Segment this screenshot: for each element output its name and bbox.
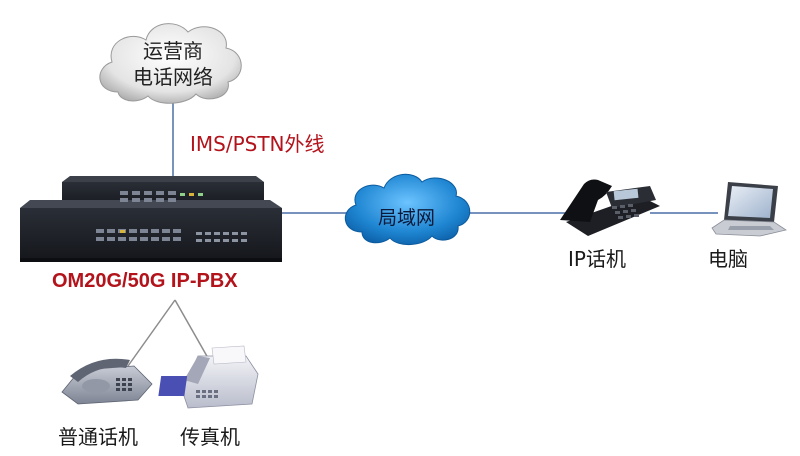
pbx-port xyxy=(232,232,238,235)
carrier-cloud-line2: 电话网络 xyxy=(133,65,213,89)
fax-key xyxy=(196,390,200,393)
pbx-device xyxy=(20,176,282,262)
pbx-led xyxy=(189,193,194,196)
pbx-port xyxy=(132,198,140,202)
analog-phone-key xyxy=(116,383,120,386)
ip-phone-key xyxy=(634,214,639,217)
lan-cloud xyxy=(345,173,471,245)
pbx-port xyxy=(107,237,115,241)
ip-phone-key xyxy=(612,206,617,209)
pbx-port xyxy=(173,229,181,233)
trunk-label: IMS/PSTN外线 xyxy=(190,132,325,156)
carrier-cloud-line1: 运营商 xyxy=(143,39,203,63)
pbx-port xyxy=(151,229,159,233)
ip-phone-key xyxy=(623,210,628,213)
analog-phone-device xyxy=(61,358,153,405)
ip-phone-key xyxy=(626,215,631,218)
pbx-port xyxy=(96,237,104,241)
connections xyxy=(172,98,718,214)
pbx-led xyxy=(198,193,203,196)
fax-key xyxy=(208,390,212,393)
computer-device xyxy=(711,182,787,237)
pbx-port xyxy=(144,198,152,202)
ip-phone-keys xyxy=(612,204,639,219)
analog-phone-key xyxy=(122,383,126,386)
pbx-port xyxy=(162,237,170,241)
phone-links xyxy=(127,299,209,367)
pbx-port xyxy=(168,198,176,202)
fax-label: 传真机 xyxy=(180,425,240,449)
fax-key xyxy=(196,395,200,398)
pbx-port xyxy=(129,237,137,241)
pbx-port xyxy=(168,191,176,195)
ip-phone-device xyxy=(560,179,660,236)
ip-phone-key xyxy=(628,204,633,207)
pbx-port xyxy=(96,229,104,233)
carrier-cloud xyxy=(99,23,242,104)
link-pbx-analog-phone xyxy=(127,299,176,367)
analog-phone-label: 普通话机 xyxy=(58,425,138,449)
analog-phone-key xyxy=(116,378,120,381)
ip-phone-label: IP话机 xyxy=(568,247,626,271)
pbx-port xyxy=(118,237,126,241)
pbx-port xyxy=(120,191,128,195)
link-pbx-fax xyxy=(174,299,209,359)
pbx-port xyxy=(156,191,164,195)
pbx-port xyxy=(205,232,211,235)
pbx-port xyxy=(120,198,128,202)
ip-phone-key xyxy=(618,216,623,219)
pbx-label: OM20G/50G IP-PBX xyxy=(52,270,238,292)
pbx-port xyxy=(232,239,238,242)
analog-phone-key xyxy=(128,388,132,391)
pbx-port xyxy=(196,239,202,242)
pbx-port xyxy=(129,229,137,233)
pbx-port xyxy=(156,198,164,202)
pbx-port xyxy=(214,232,220,235)
analog-phone-key xyxy=(122,378,126,381)
pbx-port xyxy=(140,237,148,241)
ip-phone-key xyxy=(631,209,636,212)
analog-phone-key xyxy=(116,388,120,391)
pbx-port xyxy=(107,229,115,233)
fax-keys xyxy=(196,390,218,398)
pbx-port xyxy=(214,239,220,242)
ip-phone-key xyxy=(615,211,620,214)
pbx-port xyxy=(223,232,229,235)
pbx-port xyxy=(140,229,148,233)
pbx-port xyxy=(151,237,159,241)
pbx-led xyxy=(120,230,125,233)
pbx-port xyxy=(132,191,140,195)
fax-key xyxy=(214,395,218,398)
carrier-cloud-label: 运营商 电话网络 xyxy=(120,38,226,90)
analog-phone-key xyxy=(128,383,132,386)
fax-key xyxy=(202,390,206,393)
analog-phone-key xyxy=(122,388,126,391)
computer-label: 电脑 xyxy=(708,247,748,271)
pbx-port xyxy=(196,232,202,235)
ip-phone-key xyxy=(620,205,625,208)
analog-phone-keys xyxy=(116,378,132,391)
pbx-port xyxy=(144,191,152,195)
fax-key xyxy=(202,395,206,398)
pbx-port xyxy=(241,232,247,235)
pbx-led xyxy=(180,193,185,196)
pbx-port xyxy=(241,239,247,242)
pbx-ports xyxy=(96,191,247,242)
analog-phone-key xyxy=(128,378,132,381)
lan-cloud-label: 局域网 xyxy=(378,207,436,229)
fax-key xyxy=(214,390,218,393)
pbx-port xyxy=(173,237,181,241)
fax-key xyxy=(208,395,212,398)
fax-device xyxy=(158,345,259,409)
pbx-port xyxy=(162,229,170,233)
pbx-port xyxy=(223,239,229,242)
pbx-port xyxy=(205,239,211,242)
